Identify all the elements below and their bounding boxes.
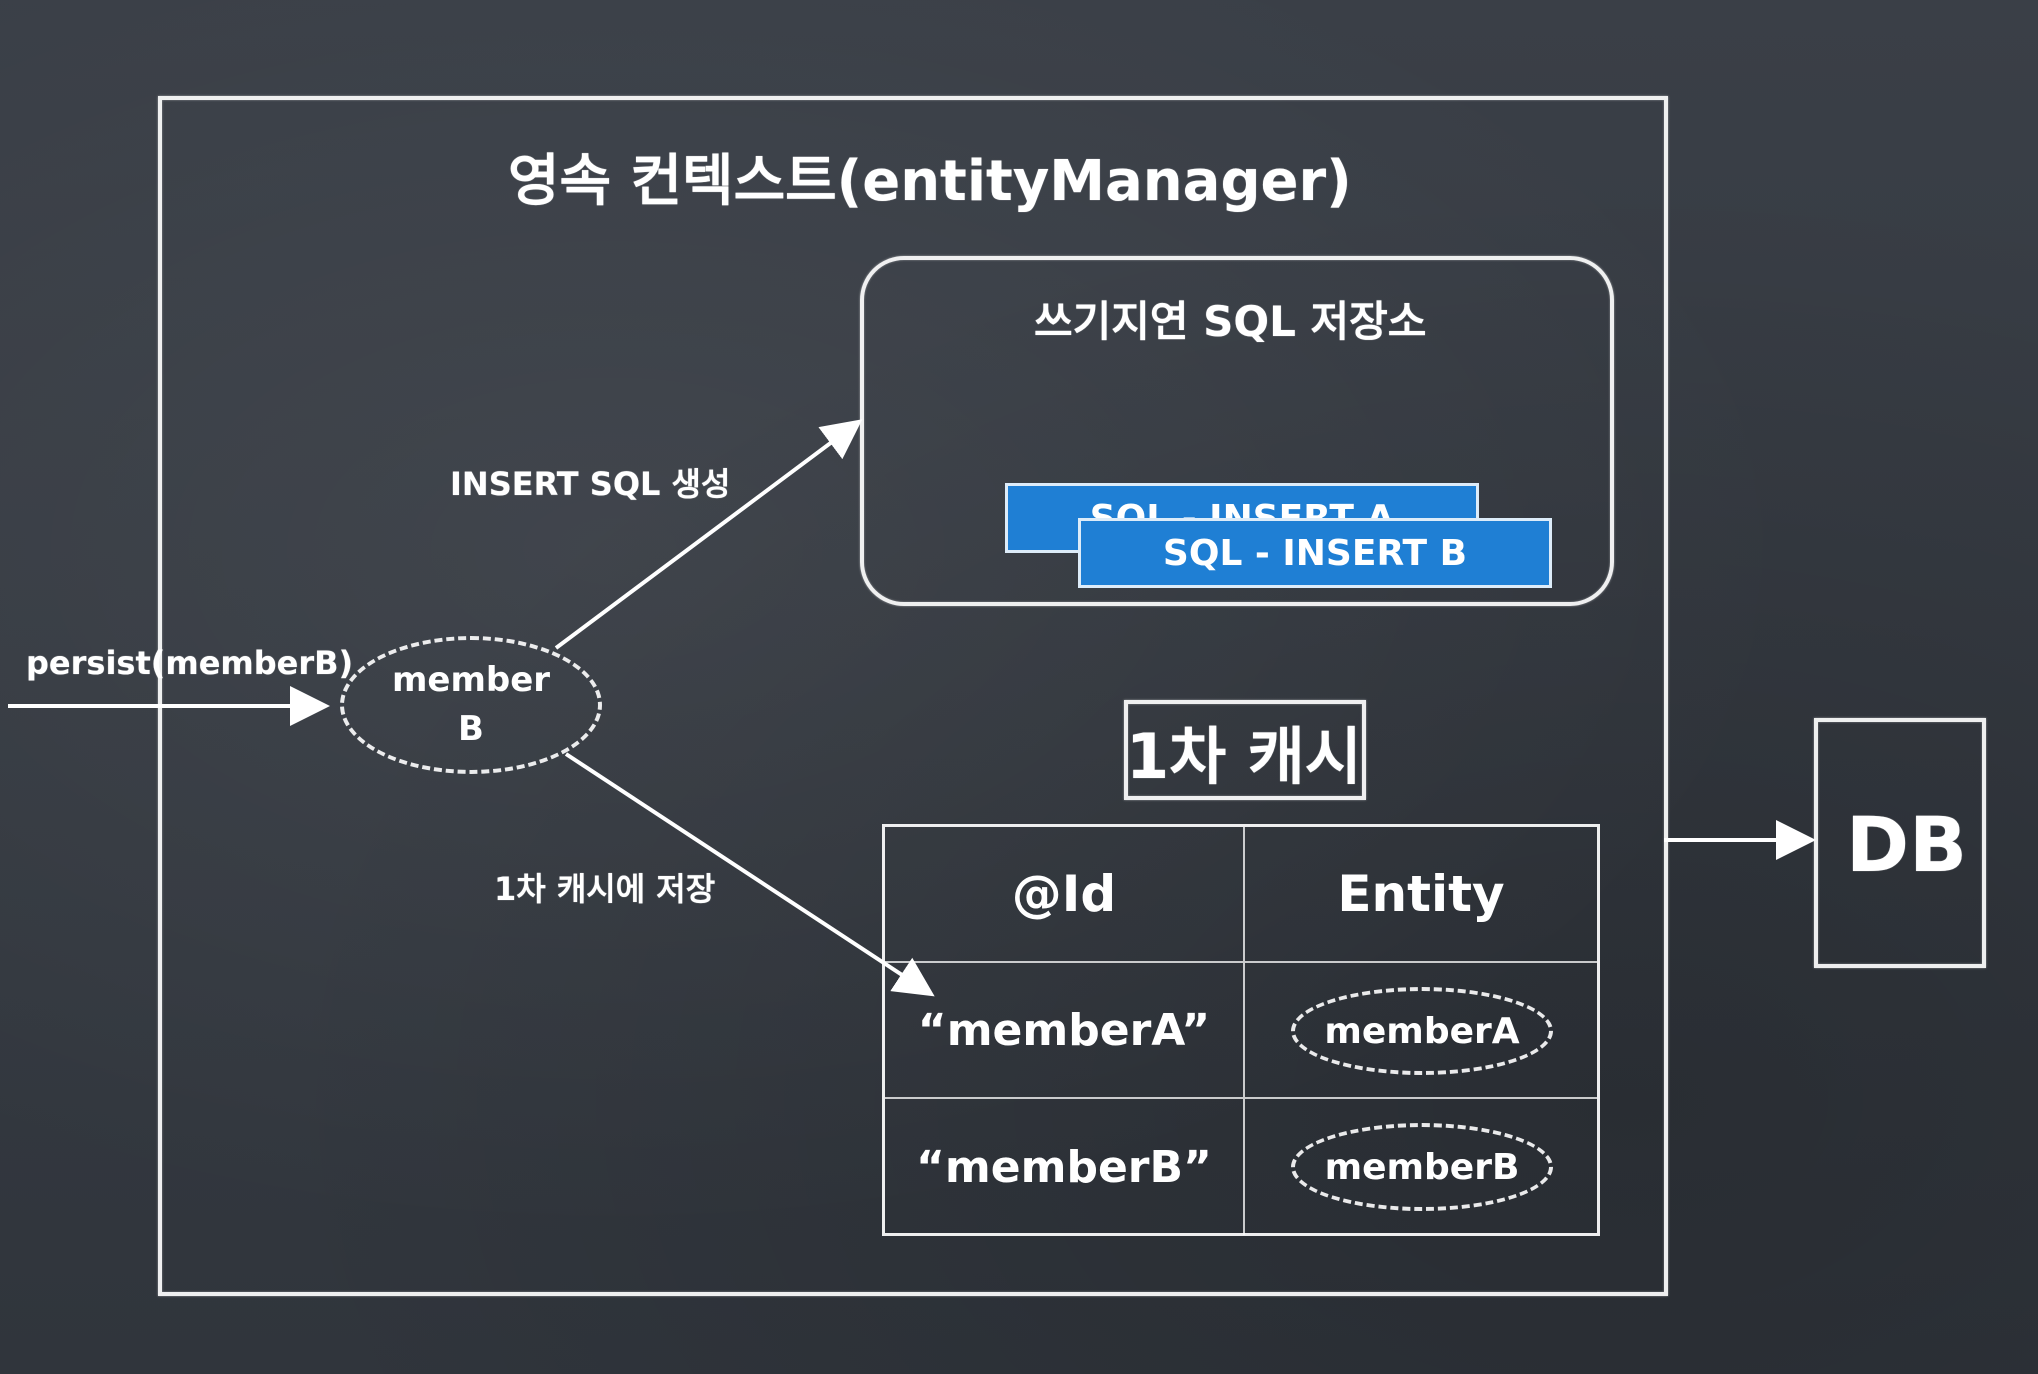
table-row: “memberA” memberA bbox=[885, 963, 1597, 1099]
cache-row-entity-cell: memberB bbox=[1245, 1099, 1597, 1235]
member-b-line1: member bbox=[391, 659, 551, 700]
member-b-entity: member B bbox=[340, 636, 602, 774]
persistence-context-title: 영속 컨텍스트(entityManager) bbox=[508, 149, 1352, 214]
persist-label: persist(memberB) bbox=[26, 644, 354, 682]
member-b-line2: B bbox=[458, 709, 484, 749]
table-row: “memberB” memberB bbox=[885, 1099, 1597, 1235]
write-behind-sql-store-title: 쓰기지연 SQL 저장소 bbox=[1034, 297, 1427, 346]
save-cache-label: 1차 캐시에 저장 bbox=[494, 870, 716, 908]
cache-row-entity: memberA bbox=[1291, 987, 1553, 1075]
save-cache-arrow bbox=[564, 752, 935, 997]
cache-row-id: “memberB” bbox=[885, 1099, 1245, 1235]
sql-insert-b-card: SQL - INSERT B bbox=[1078, 518, 1552, 588]
db-box bbox=[1814, 718, 1986, 968]
first-level-cache-title-box bbox=[1124, 700, 1366, 800]
cache-header-entity: Entity bbox=[1337, 865, 1505, 923]
cache-row-entity: memberB bbox=[1291, 1123, 1553, 1211]
db-label: DB bbox=[1846, 800, 1968, 889]
cache-table-header: @Id Entity bbox=[885, 827, 1597, 963]
first-level-cache-table: @Id Entity “memberA” memberA “memberB” m… bbox=[882, 824, 1600, 1236]
cache-row-id: “memberA” bbox=[885, 963, 1245, 1097]
cache-row-entity-cell: memberA bbox=[1245, 963, 1597, 1097]
first-level-cache-title: 1차 캐시 bbox=[1126, 720, 1362, 793]
persistence-context-box bbox=[158, 96, 1668, 1296]
cache-header-id: @Id bbox=[885, 827, 1245, 961]
insert-sql-label: INSERT SQL 생성 bbox=[450, 465, 731, 503]
insert-sql-arrow bbox=[554, 419, 863, 650]
